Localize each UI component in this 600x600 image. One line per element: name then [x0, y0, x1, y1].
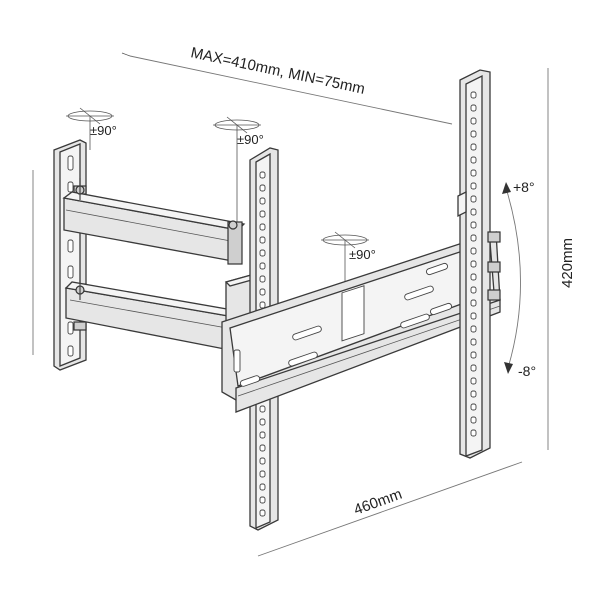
rail-hole [259, 431, 266, 439]
wall-plate-slots [67, 155, 74, 357]
tv-plate [221, 231, 501, 413]
rail-hole [259, 483, 266, 491]
rail-hole [470, 247, 477, 255]
span-dimension-label: MAX=410mm, MIN=75mm [189, 44, 366, 98]
rail-hole [470, 130, 477, 138]
swivel-indicator-wall [66, 107, 114, 150]
rail-hole [259, 288, 266, 296]
rail-hole [259, 249, 266, 257]
rail-hole [259, 236, 266, 244]
rail-hole [470, 312, 477, 320]
tilt-arc [502, 182, 521, 374]
rail-hole [470, 156, 477, 164]
rail-hole [470, 286, 477, 294]
wall-plate [53, 139, 87, 371]
rail-hole [470, 429, 477, 437]
rail-hole [470, 169, 477, 177]
tv-rail-right-holes [470, 91, 477, 437]
rail-hole [259, 171, 266, 179]
tv-plate-slots [233, 262, 453, 387]
rail-hole [259, 405, 266, 413]
rail-hole [470, 273, 477, 281]
rail-hole [470, 364, 477, 372]
rail-hole [470, 260, 477, 268]
rail-hole [470, 195, 477, 203]
rail-hole [259, 197, 266, 205]
rail-hole [470, 208, 477, 216]
rail-hole [259, 418, 266, 426]
rail-hole [470, 403, 477, 411]
tv-rail-left-holes [259, 171, 266, 517]
arm-bolts [75, 178, 238, 300]
rail-hole [470, 299, 477, 307]
tilt-down-label: -8° [518, 363, 536, 379]
rail-hole [470, 234, 477, 242]
rail-hole [470, 390, 477, 398]
swivel-indicator-arm [213, 116, 261, 225]
rail-hole [259, 184, 266, 192]
rail-hole [259, 262, 266, 270]
rail-hole [259, 457, 266, 465]
rail-hole [259, 275, 266, 283]
rail-hole [470, 143, 477, 151]
rail-hole [470, 338, 477, 346]
height-dimension-label: 420mm [559, 238, 576, 288]
rail-hole [259, 496, 266, 504]
swivel-wall-label: ±90° [90, 123, 117, 138]
rail-hole [470, 91, 477, 99]
lower-arm [64, 281, 246, 353]
tilt-up-label: +8° [513, 179, 535, 195]
rail-hole [259, 509, 266, 517]
rail-hole [470, 377, 477, 385]
upper-arm [62, 191, 246, 265]
rail-hole [259, 444, 266, 452]
rail-hole [259, 210, 266, 218]
rail-hole [470, 182, 477, 190]
rail-hole [470, 104, 477, 112]
dimension-top [121, 52, 453, 125]
tv-rail-right [457, 69, 491, 459]
rail-hole [259, 470, 266, 478]
rail-hole [470, 117, 477, 125]
rail-hole [470, 416, 477, 424]
width-dimension-label: 460mm [352, 486, 405, 519]
rail-hole [470, 325, 477, 333]
dimension-bottom [257, 461, 523, 557]
swivel-arm-label: ±90° [237, 132, 264, 147]
rail-hole [259, 301, 266, 309]
crossbar-clamps [487, 231, 501, 301]
rail-hole [259, 223, 266, 231]
rail-hole [470, 221, 477, 229]
rail-hole [470, 351, 477, 359]
swivel-plate-label: ±90° [349, 247, 376, 262]
